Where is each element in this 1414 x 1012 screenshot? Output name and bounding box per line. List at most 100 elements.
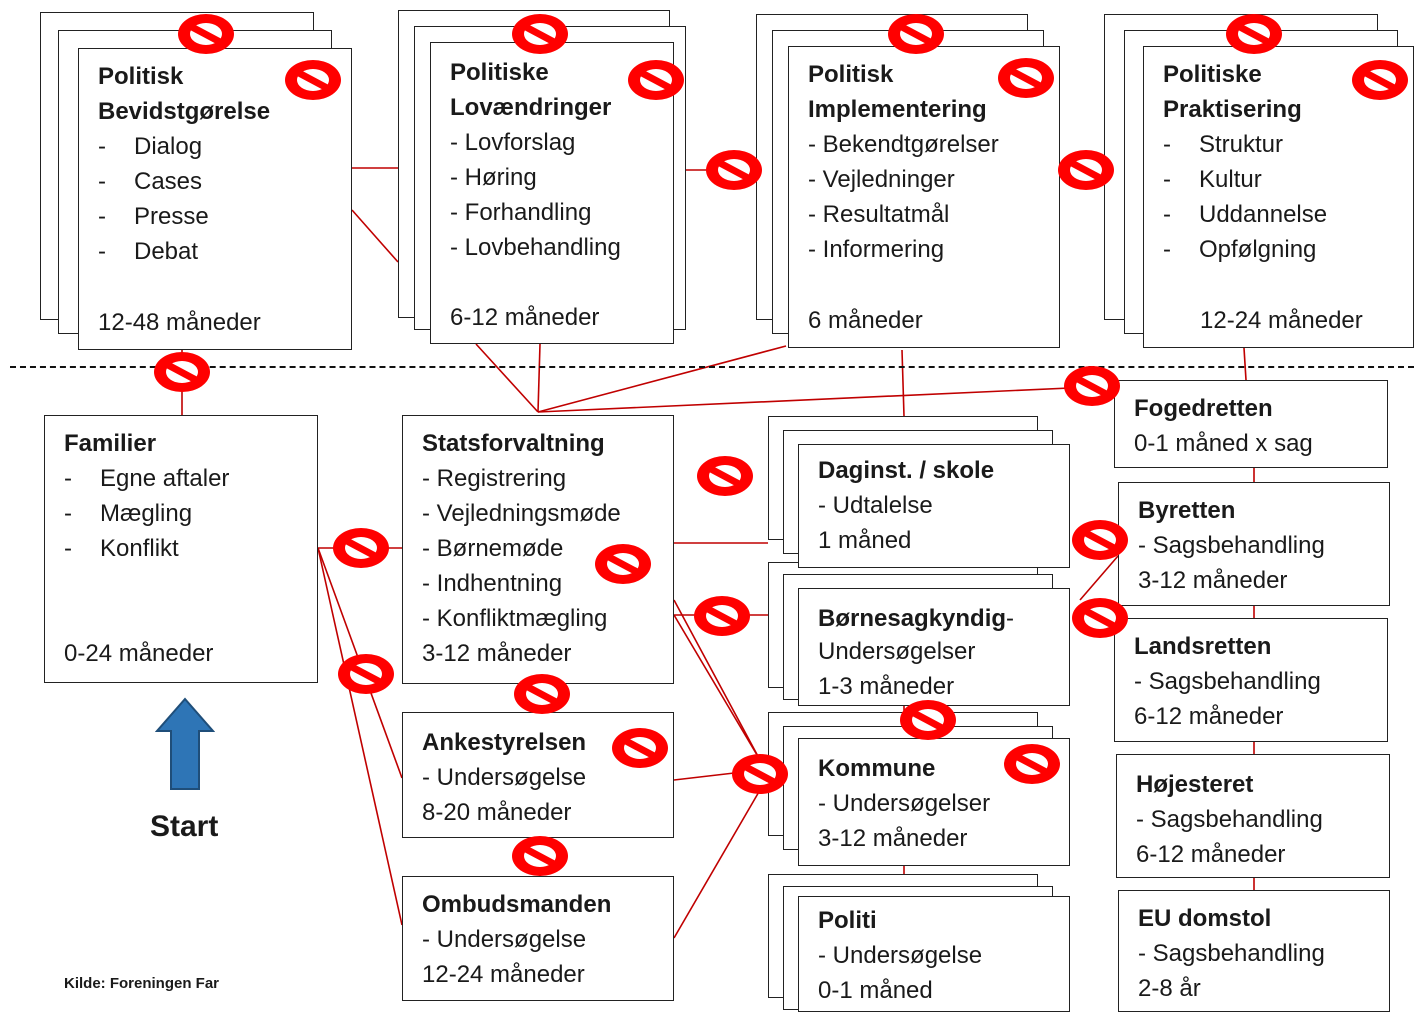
no-entry-sign-icon: [1004, 744, 1060, 784]
list-item: -Konflikt: [64, 535, 179, 562]
no-entry-sign-icon: [595, 544, 651, 584]
card-title: EU domstol: [1138, 905, 1272, 932]
list-item: -Presse: [98, 203, 209, 230]
duration-label: 3-12 måneder: [1138, 567, 1288, 594]
list-item: -Kultur: [1163, 166, 1262, 193]
detail-line: - Undersøgelse: [818, 942, 983, 969]
duration-label: 3-12 måneder: [818, 825, 968, 852]
card-title: Politisk: [98, 63, 184, 90]
card-title: Praktisering: [1163, 96, 1302, 123]
card-byretten: Byretten - Sagsbehandling 3-12 måneder: [1118, 482, 1390, 606]
no-entry-sign-icon: [154, 352, 210, 392]
list-item: - Lovforslag: [450, 129, 576, 156]
no-entry-sign-icon: [888, 14, 944, 54]
list-item: -Debat: [98, 238, 199, 265]
detail-line: - Sagsbehandling: [1138, 532, 1325, 559]
list-item: - Bekendtgørelser: [808, 131, 999, 158]
card-landsretten: Landsretten - Sagsbehandling 6-12 månede…: [1114, 618, 1388, 742]
duration-label: 6-12 måneder: [450, 304, 600, 331]
duration-label: 12-24 måneder: [1200, 307, 1363, 334]
detail-line: - Sagsbehandling: [1138, 940, 1325, 967]
list-item: - Høring: [450, 164, 537, 191]
list-item: - Resultatmål: [808, 201, 950, 228]
list-item: - Registrering: [422, 465, 567, 492]
list-item: - Informering: [808, 236, 945, 263]
card-title: Ankestyrelsen: [422, 729, 587, 756]
duration-label: 6-12 måneder: [1134, 703, 1284, 730]
card-fogedretten: Fogedretten 0-1 måned x sag: [1114, 380, 1388, 468]
duration-label: 12-24 måneder: [422, 961, 585, 988]
duration-label: 0-1 måned x sag: [1134, 430, 1313, 457]
no-entry-sign-icon: [900, 700, 956, 740]
list-item: - Vejledningsmøde: [422, 500, 621, 527]
no-entry-sign-icon: [512, 14, 568, 54]
no-entry-sign-icon: [512, 836, 568, 876]
duration-label: 2-8 år: [1138, 975, 1201, 1002]
duration-label: 8-20 måneder: [422, 799, 572, 826]
card-title: Børnesagkyndig-: [818, 605, 1015, 632]
duration-label: 1-3 måneder: [818, 673, 955, 700]
duration-label: 6-12 måneder: [1136, 841, 1286, 868]
list-item: - Vejledninger: [808, 166, 955, 193]
detail-line: - Undersøgelser: [818, 790, 991, 817]
duration-label: 0-1 måned: [818, 977, 933, 1004]
card-familier: Familier -Egne aftaler -Mægling -Konflik…: [44, 415, 318, 683]
card-title: Landsretten: [1134, 633, 1272, 660]
list-item: - Konfliktmægling: [422, 605, 608, 632]
no-entry-sign-icon: [697, 456, 753, 496]
duration-label: 1 måned: [818, 527, 912, 554]
card-daginst-skole: Daginst. / skole - Udtalelse 1 måned: [798, 444, 1070, 568]
card-title: Ombudsmanden: [422, 891, 612, 918]
card-title: Højesteret: [1136, 771, 1254, 798]
list-item: - Børnemøde: [422, 535, 564, 562]
card-hojesteret: Højesteret - Sagsbehandling 6-12 måneder: [1116, 754, 1390, 878]
card-title: Politiske: [1163, 61, 1262, 88]
detail-line: - Sagsbehandling: [1134, 668, 1321, 695]
list-item: -Uddannelse: [1163, 201, 1328, 228]
card-title: Familier: [64, 430, 157, 457]
dashed-divider: [10, 366, 1414, 368]
detail-line: Undersøgelser: [818, 638, 976, 665]
no-entry-sign-icon: [1072, 520, 1128, 560]
no-entry-sign-icon: [1226, 14, 1282, 54]
no-entry-sign-icon: [1072, 598, 1128, 638]
no-entry-sign-icon: [998, 58, 1054, 98]
no-entry-sign-icon: [1352, 60, 1408, 100]
duration-label: 3-12 måneder: [422, 640, 572, 667]
card-title: Byretten: [1138, 497, 1236, 524]
card-ombudsmanden: Ombudsmanden - Undersøgelse 12-24 månede…: [402, 876, 674, 1001]
no-entry-sign-icon: [1058, 150, 1114, 190]
no-entry-sign-icon: [628, 60, 684, 100]
card-title: Politiske: [450, 59, 549, 86]
list-item: - Forhandling: [450, 199, 592, 226]
duration-label: 12-48 måneder: [98, 309, 261, 336]
card-title: Daginst. / skole: [818, 457, 995, 484]
no-entry-sign-icon: [694, 596, 750, 636]
detail-line: - Undersøgelse: [422, 926, 587, 953]
card-title: Politisk: [808, 61, 894, 88]
start-label: Start: [150, 810, 219, 843]
list-item: - Indhentning: [422, 570, 563, 597]
no-entry-sign-icon: [706, 150, 762, 190]
list-item: -Mægling: [64, 500, 193, 527]
up-arrow-icon: [155, 697, 215, 790]
list-item: -Cases: [98, 168, 203, 195]
card-title: Statsforvaltning: [422, 430, 605, 457]
card-eu-domstol: EU domstol - Sagsbehandling 2-8 år: [1118, 890, 1390, 1012]
source-credit: Kilde: Foreningen Far: [64, 975, 220, 992]
no-entry-sign-icon: [333, 528, 389, 568]
duration-label: 6 måneder: [808, 307, 923, 334]
card-title: Kommune: [818, 755, 936, 782]
detail-line: - Udtalelse: [818, 492, 933, 519]
card-title: Fogedretten: [1134, 395, 1273, 422]
card-title: Implementering: [808, 96, 987, 123]
card-politi: Politi - Undersøgelse 0-1 måned: [798, 896, 1070, 1012]
list-item: - Lovbehandling: [450, 234, 621, 261]
card-title: Politi: [818, 907, 877, 934]
card-title: Lovændringer: [450, 94, 612, 121]
detail-line: - Undersøgelse: [422, 764, 587, 791]
list-item: -Struktur: [1163, 131, 1284, 158]
card-title: Bevidstgørelse: [98, 98, 271, 125]
no-entry-sign-icon: [732, 754, 788, 794]
no-entry-sign-icon: [178, 14, 234, 54]
